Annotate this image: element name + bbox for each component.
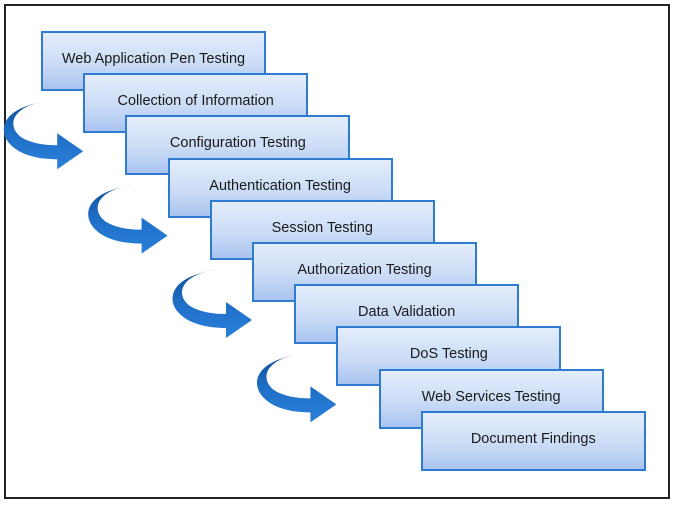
step-box: Document Findings — [420, 410, 646, 471]
step-label: Document Findings — [470, 430, 596, 447]
step-label: Web Application Pen Testing — [61, 51, 246, 67]
step-label: DoS Testing — [409, 346, 488, 363]
step-label: Authentication Testing — [209, 177, 351, 194]
step-label: Web Services Testing — [421, 388, 561, 405]
step-label: Authorization Testing — [297, 262, 432, 278]
step-label: Session Testing — [271, 219, 373, 236]
step-label: Data Validation — [358, 304, 456, 321]
step-label: Collection of Information — [117, 93, 274, 110]
step-label: Configuration Testing — [169, 135, 306, 152]
